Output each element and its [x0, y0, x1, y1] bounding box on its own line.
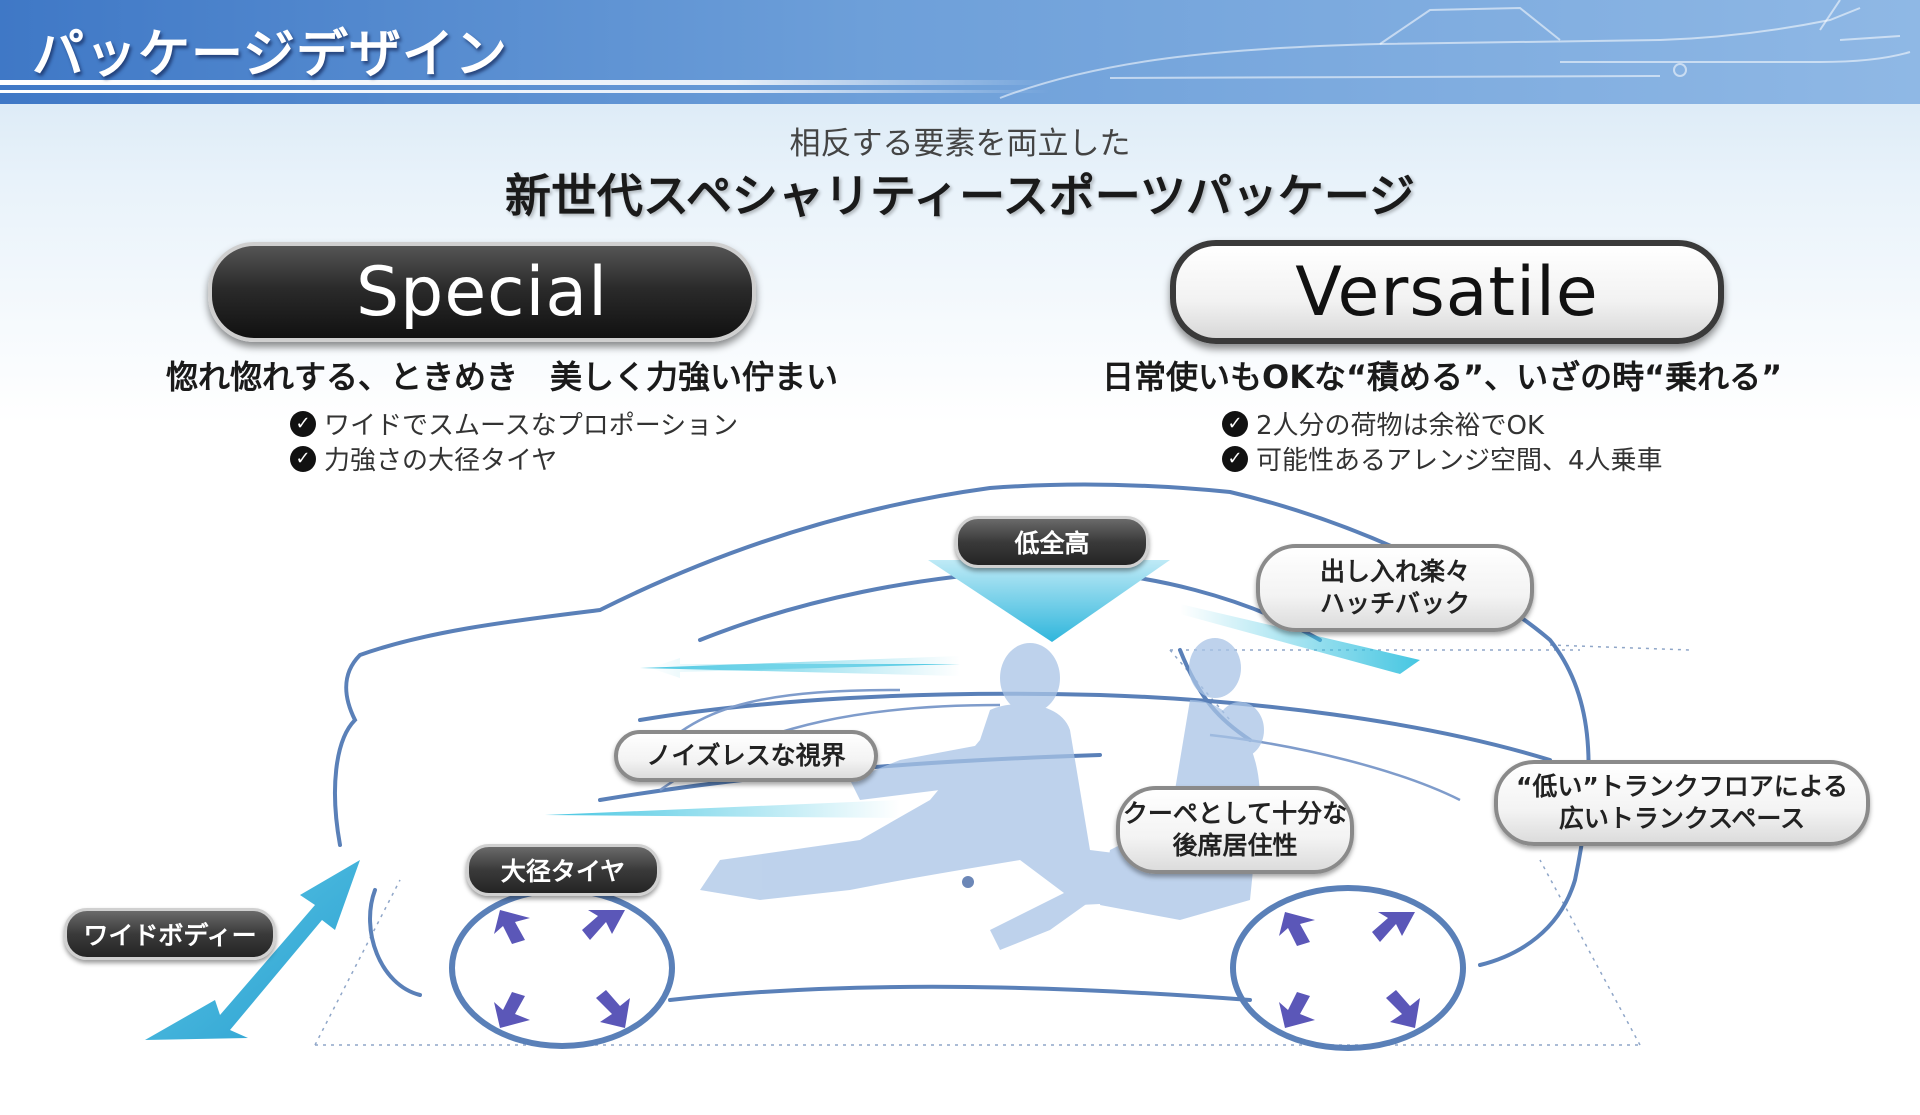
header-stripe — [0, 90, 1050, 93]
main-title: 新世代スペシャリティースポーツパッケージ — [505, 169, 1415, 223]
versatile-heading: 日常使いもOKな“積める”、いざの時“乗れる” — [1102, 358, 1783, 396]
check-icon: ✓ — [290, 445, 316, 472]
point-text: 2人分の荷物は余裕でOK — [1256, 411, 1545, 441]
ground-guides — [314, 644, 1691, 1046]
view-label: ノイズレスな視界 — [614, 730, 878, 782]
subtitle: 相反する要素を両立した — [789, 126, 1131, 162]
special-pill: Special — [208, 242, 756, 342]
list-item: ✓ 力強さの大径タイヤ — [290, 441, 738, 476]
wheel-expand-arrows — [494, 910, 1420, 1028]
hatch-line-2: ハッチバック — [1319, 589, 1470, 618]
rear-wheel — [1230, 885, 1466, 1051]
header-band: パッケージデザイン — [0, 0, 1920, 104]
trunk-line-2: 広いトランクスペース — [1558, 804, 1806, 833]
check-icon: ✓ — [290, 410, 316, 437]
check-icon: ✓ — [1222, 445, 1248, 472]
wide-body-arrow — [145, 860, 360, 1040]
point-text: 可能性あるアレンジ空間、4人乗車 — [1256, 446, 1663, 476]
list-item: ✓ 可能性あるアレンジ空間、4人乗車 — [1222, 441, 1663, 476]
trunk-line-1: “低い”トランクフロアによる — [1515, 771, 1849, 801]
low-height-arrow — [928, 560, 1170, 642]
rear-seat-line-1: クーペとして十分な — [1122, 798, 1348, 828]
page-title: パッケージデザイン — [32, 25, 508, 85]
wide-body-label: ワイドボディー — [64, 908, 276, 960]
check-icon: ✓ — [1222, 410, 1248, 437]
tire-label: 大径タイヤ — [466, 844, 660, 896]
trunk-label: “低い”トランクフロアによる 広いトランクスペース — [1494, 760, 1870, 846]
airplane-icon — [999, 0, 1911, 99]
point-text: ワイドでスムースなプロポーション — [324, 411, 739, 441]
header-stripe — [0, 80, 1050, 85]
versatile-pill: Versatile — [1170, 240, 1724, 344]
rear-seat-label: クーペとして十分な 後席居住性 — [1116, 786, 1354, 874]
sight-arrows — [545, 604, 1420, 818]
rear-seat-line-2: 後席居住性 — [1172, 831, 1298, 860]
hatch-label: 出し入れ楽々 ハッチバック — [1256, 544, 1534, 632]
point-text: 力強さの大径タイヤ — [324, 446, 558, 476]
special-heading: 惚れ惚れする、ときめき 美しく力強い佇まい — [166, 358, 839, 396]
list-item: ✓ 2人分の荷物は余裕でOK — [1222, 406, 1663, 441]
versatile-points: ✓ 2人分の荷物は余裕でOK ✓ 可能性あるアレンジ空間、4人乗車 — [1222, 406, 1663, 476]
front-wheel — [449, 887, 675, 1049]
list-item: ✓ ワイドでスムースなプロポーション — [290, 406, 738, 441]
hatch-line-1: 出し入れ楽々 — [1319, 556, 1470, 586]
low-height-label: 低全高 — [955, 516, 1149, 568]
special-points: ✓ ワイドでスムースなプロポーション ✓ 力強さの大径タイヤ — [290, 406, 738, 476]
